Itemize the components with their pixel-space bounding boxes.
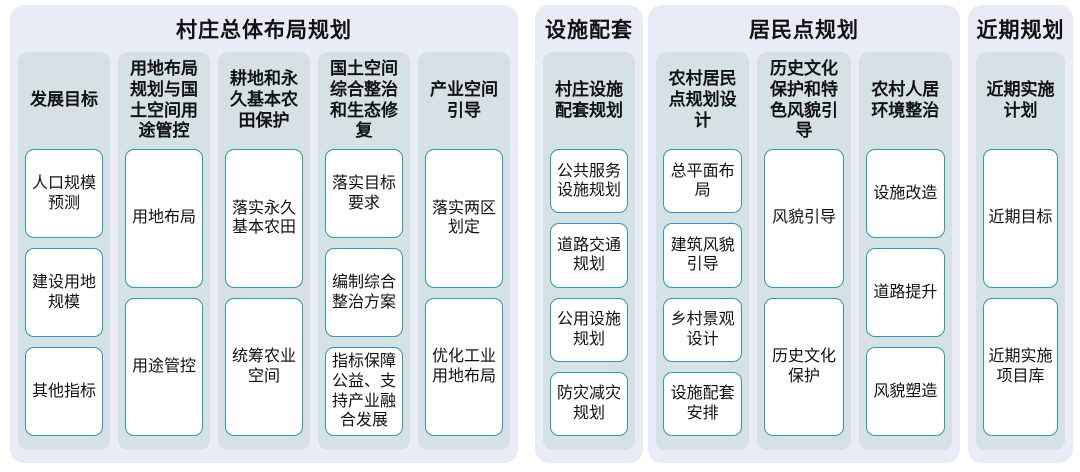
item-box: 优化工业用地布局 — [425, 297, 503, 436]
item-box: 设施配套安排 — [663, 371, 743, 436]
column-items: 落实两区划定优化工业用地布局 — [425, 149, 503, 436]
group-residential-planning: 居民点规划农村居民点规划设计总平面布局建筑风貌引导乡村景观设计设施配套安排历史文… — [648, 5, 960, 463]
item-box: 近期目标 — [983, 149, 1058, 288]
item-box: 用途管控 — [125, 297, 203, 436]
item-box: 用地布局 — [125, 149, 203, 288]
item-box: 落实永久基本农田 — [225, 149, 303, 288]
column-items: 近期目标近期实施项目库 — [983, 149, 1058, 436]
item-box: 人口规模预测 — [25, 149, 103, 238]
item-box: 编制综合整治方案 — [325, 248, 403, 337]
column: 历史文化保护和特色风貌引导风貌引导历史文化保护 — [757, 52, 851, 450]
column-header: 用地布局规划与国土空间用途管控 — [130, 59, 198, 141]
column-header: 耕地和永久基本农田保护 — [230, 69, 298, 130]
item-box: 近期实施项目库 — [983, 297, 1058, 436]
column-items: 落实目标要求编制综合整治方案指标保障公益、支持产业融合发展 — [325, 149, 403, 436]
column-header: 历史文化保护和特色风貌引导 — [769, 59, 838, 141]
group-title: 设施配套 — [545, 18, 633, 42]
item-box: 历史文化保护 — [764, 297, 844, 436]
item-box: 总平面布局 — [663, 149, 743, 214]
group-near-term-planning: 近期规划近期实施计划近期目标近期实施项目库 — [968, 5, 1073, 463]
column-header: 产业空间引导 — [430, 79, 498, 120]
column-items: 公共服务设施规划道路交通规划公用设施规划防灾减灾规划 — [550, 149, 628, 436]
group-title: 村庄总体布局规划 — [176, 18, 352, 42]
item-box: 建筑风貌引导 — [663, 223, 743, 288]
column-header: 村庄设施配套规划 — [555, 79, 623, 120]
item-box: 道路提升 — [865, 248, 945, 337]
column-row: 农村居民点规划设计总平面布局建筑风貌引导乡村景观设计设施配套安排历史文化保护和特… — [648, 52, 960, 463]
group-title: 近期规划 — [976, 18, 1065, 42]
column-header: 近期实施计划 — [986, 79, 1055, 120]
item-box: 风貌引导 — [764, 149, 844, 288]
column-row: 村庄设施配套规划公共服务设施规划道路交通规划公用设施规划防灾减灾规划 — [535, 52, 643, 463]
column: 用地布局规划与国土空间用途管控用地布局用途管控 — [118, 52, 210, 450]
column-items: 落实永久基本农田统筹农业空间 — [225, 149, 303, 436]
group-facility-support: 设施配套村庄设施配套规划公共服务设施规划道路交通规划公用设施规划防灾减灾规划 — [535, 5, 643, 463]
item-box: 落实目标要求 — [325, 149, 403, 238]
column-row: 近期实施计划近期目标近期实施项目库 — [968, 52, 1073, 463]
column-header: 农村人居环境整治 — [871, 79, 940, 120]
column-items: 用地布局用途管控 — [125, 149, 203, 436]
column: 村庄设施配套规划公共服务设施规划道路交通规划公用设施规划防灾减灾规划 — [543, 52, 635, 450]
item-box: 落实两区划定 — [425, 149, 503, 288]
column-items: 总平面布局建筑风貌引导乡村景观设计设施配套安排 — [663, 149, 743, 436]
column-items: 人口规模预测建设用地规模其他指标 — [25, 149, 103, 436]
column: 农村人居环境整治设施改造道路提升风貌塑造 — [858, 52, 952, 450]
column-header: 发展目标 — [30, 90, 98, 110]
column-header: 农村居民点规划设计 — [668, 69, 737, 130]
column: 农村居民点规划设计总平面布局建筑风貌引导乡村景观设计设施配套安排 — [656, 52, 750, 450]
item-box: 统筹农业空间 — [225, 297, 303, 436]
item-box: 其他指标 — [25, 347, 103, 436]
item-box: 防灾减灾规划 — [550, 371, 628, 436]
item-box: 道路交通规划 — [550, 223, 628, 288]
item-box: 公用设施规划 — [550, 297, 628, 362]
column-items: 设施改造道路提升风貌塑造 — [865, 149, 945, 436]
column: 发展目标人口规模预测建设用地规模其他指标 — [18, 52, 110, 450]
column-header: 国土空间综合整治和生态修复 — [330, 59, 398, 141]
column: 产业空间引导落实两区划定优化工业用地布局 — [418, 52, 510, 450]
group-title: 居民点规划 — [749, 18, 859, 42]
group-overall-layout-planning: 村庄总体布局规划发展目标人口规模预测建设用地规模其他指标用地布局规划与国土空间用… — [10, 5, 518, 463]
item-box: 公共服务设施规划 — [550, 149, 628, 214]
item-box: 设施改造 — [865, 149, 945, 238]
item-box: 指标保障公益、支持产业融合发展 — [325, 347, 403, 436]
column: 耕地和永久基本农田保护落实永久基本农田统筹农业空间 — [218, 52, 310, 450]
item-box: 风貌塑造 — [865, 347, 945, 436]
column-items: 风貌引导历史文化保护 — [764, 149, 844, 436]
item-box: 建设用地规模 — [25, 248, 103, 337]
column-row: 发展目标人口规模预测建设用地规模其他指标用地布局规划与国土空间用途管控用地布局用… — [10, 52, 518, 463]
column: 国土空间综合整治和生态修复落实目标要求编制综合整治方案指标保障公益、支持产业融合… — [318, 52, 410, 450]
item-box: 乡村景观设计 — [663, 297, 743, 362]
column: 近期实施计划近期目标近期实施项目库 — [976, 52, 1065, 450]
